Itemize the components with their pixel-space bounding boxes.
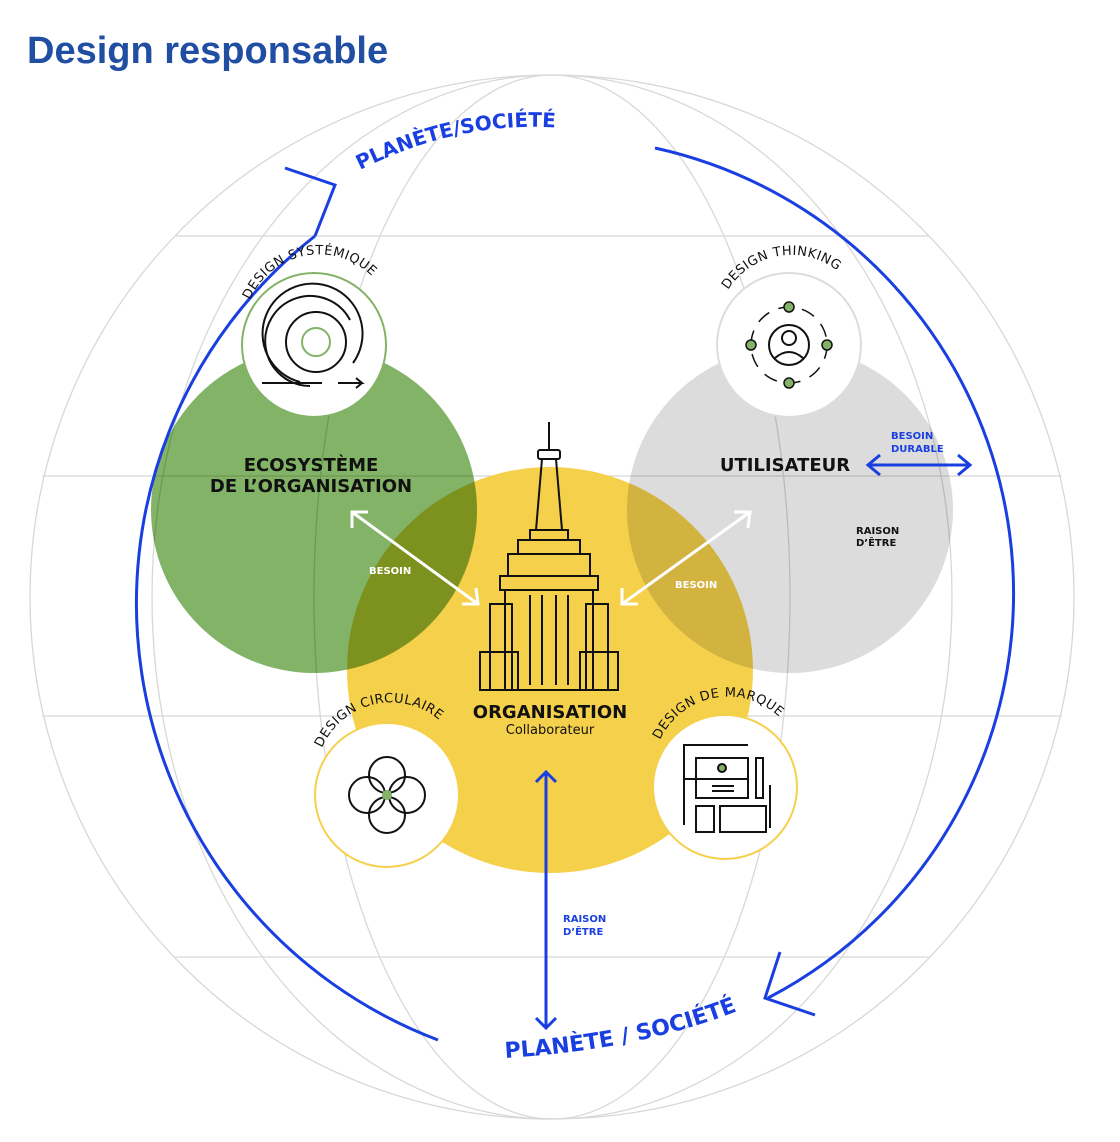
besoin-right-label: BESOIN — [675, 580, 717, 591]
ecosystem-label: ECOSYSTÈME — [244, 454, 379, 476]
raison-user-label-2: D’ÊTRE — [856, 536, 896, 549]
badge-design-thinking: DESIGN THINKING — [716, 244, 862, 418]
ecosystem-circle — [151, 347, 477, 673]
arrowhead-icon — [284, 166, 337, 237]
user-centered-icon — [745, 301, 833, 389]
besoin-arrows — [350, 510, 752, 606]
right-cycle-arc — [654, 146, 1016, 1000]
besoin-left-label: BESOIN — [369, 566, 411, 577]
brand-identity-icon — [683, 744, 771, 833]
raison-detre-arrow — [534, 769, 558, 1031]
circular-icon — [348, 756, 426, 834]
page-title: Design responsable — [27, 30, 389, 72]
organisation-sublabel: Collaborateur — [506, 723, 595, 738]
top-planet-label: PLANÈTE/SOCIÉTÉ — [352, 108, 557, 175]
arrowhead-icon — [763, 951, 816, 1017]
building-icon — [479, 422, 619, 691]
badge-design-systemique: DESIGN SYSTÉMIQUE — [240, 243, 387, 418]
brain-cycle-icon — [261, 282, 365, 389]
user-circle — [627, 347, 953, 673]
besoin-durable-label-2: DURABLE — [891, 444, 944, 455]
left-cycle-arc — [135, 234, 439, 1042]
bottom-planet-label: PLANÈTE / SOCIÉTÉ — [504, 992, 740, 1064]
raison-org-label: RAISON — [563, 914, 606, 925]
besoin-durable-arrow — [865, 453, 973, 477]
user-label: UTILISATEUR — [720, 455, 850, 476]
raison-org-label-2: D’ÊTRE — [563, 925, 603, 938]
cycle-arrows — [135, 146, 1016, 1042]
organisation-label: ORGANISATION — [473, 702, 627, 723]
ecosystem-label-2: DE L’ORGANISATION — [210, 476, 412, 497]
besoin-durable-label: BESOIN — [891, 431, 933, 442]
raison-user-label: RAISON — [856, 526, 899, 537]
